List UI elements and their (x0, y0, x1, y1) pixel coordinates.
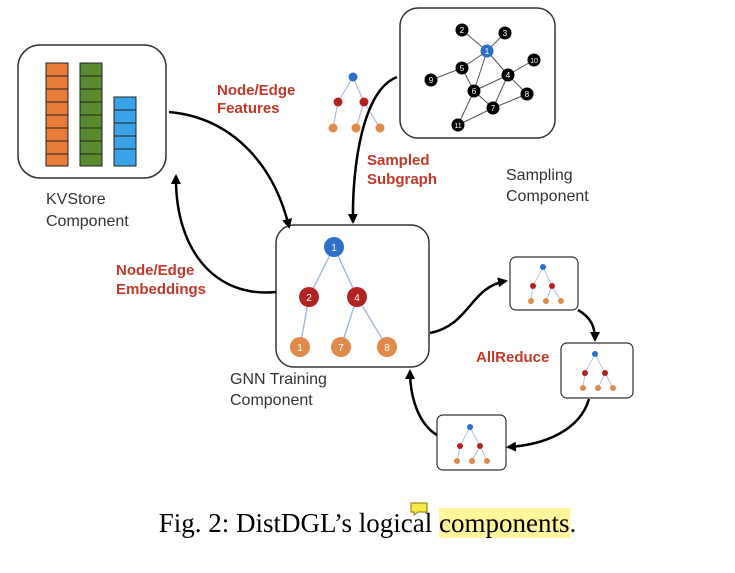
tree-node-leaf-2 (331, 337, 351, 357)
arrow-replica1-to-replica2 (577, 308, 600, 342)
sampling-node-10 (527, 53, 541, 67)
kv-bar-green (79, 62, 103, 167)
tree-node-leaf-2-label: 7 (338, 343, 344, 354)
sampling-node-2 (455, 23, 469, 37)
sampling-label-1: Sampling (506, 167, 573, 184)
tree-node-leaf-1 (290, 337, 310, 357)
tree-node-mid-left-label: 2 (306, 293, 312, 304)
sampling-node-4-label: 4 (506, 71, 511, 80)
kv-bar-orange (45, 62, 69, 167)
tree-node-mid-left (299, 287, 319, 307)
tree-node-mid-right-label: 4 (354, 293, 360, 304)
allreduce-label: AllReduce (476, 349, 549, 366)
sampling-node-11-label: 11 (454, 123, 461, 130)
sampling-node-11 (451, 118, 465, 132)
arrow-sampling-to-gnn (347, 75, 398, 224)
caption-suffix: . (569, 508, 577, 538)
tree-node-mid-right (347, 287, 367, 307)
sampling-node-2-label: 2 (460, 26, 465, 35)
sampling-node-1-label: 1 (485, 47, 490, 56)
features-label-1: Node/Edge (217, 82, 295, 99)
tree-node-root-label: 1 (331, 243, 337, 254)
sampling-node-5 (455, 61, 469, 75)
tree-node-leaf-1-label: 1 (297, 343, 303, 354)
kvstore-label-2: Component (46, 213, 129, 230)
embeddings-label-1: Node/Edge (116, 262, 194, 279)
kv-bar-blue (113, 96, 137, 167)
sampling-node-3 (498, 26, 512, 40)
tree-node-leaf-3-label: 8 (384, 343, 390, 354)
arrow-replica3-to-gnn (405, 369, 438, 437)
sampled-subgraph-label-2: Subgraph (367, 171, 437, 188)
sampled-subgraph-label-1: Sampled (367, 152, 430, 169)
replica-box-2 (560, 342, 634, 399)
sampling-node-8 (520, 87, 534, 101)
sampling-node-10-label: 10 (530, 58, 538, 65)
caption-prefix: Fig. 2: DistDGL’s logical (158, 508, 440, 538)
figure-caption: Fig. 2: DistDGL’s logical components. (0, 508, 735, 539)
embeddings-label-2: Embeddings (116, 281, 206, 298)
features-label-2: Features (217, 100, 280, 117)
sampling-node-6 (467, 84, 481, 98)
arrow-gnn-to-kv (170, 174, 277, 294)
replica-box-1 (509, 256, 579, 311)
kvstore-label-1: KVStore (46, 191, 106, 208)
sampling-node-3-label: 3 (503, 29, 508, 38)
gnn-training-box: 1 2 4 1 7 8 (275, 224, 430, 368)
sampling-node-7 (486, 101, 500, 115)
sampling-node-8-label: 8 (525, 90, 530, 99)
sampling-node-9-label: 9 (429, 76, 434, 85)
arrow-gnn-to-replica1 (429, 277, 508, 335)
arrow-replica2-to-replica3 (506, 398, 591, 452)
arrow-kv-to-gnn (168, 110, 293, 229)
replica-box-3 (436, 414, 507, 471)
sampling-node-1 (480, 44, 494, 58)
architecture-diagram: KVStore Component 2 3 1 (17, 7, 634, 471)
sampling-node-7-label: 7 (491, 104, 496, 113)
comment-note-icon[interactable] (410, 502, 428, 516)
tree-node-leaf-3 (377, 337, 397, 357)
gnn-label-2: Component (230, 392, 313, 409)
sampling-node-9 (424, 73, 438, 87)
sampled-subgraph-mini (328, 72, 385, 133)
kvstore-box (17, 44, 167, 179)
tree-node-root (324, 237, 344, 257)
sampling-node-6-label: 6 (472, 87, 477, 96)
sampling-node-5-label: 5 (460, 64, 465, 73)
sampling-node-4 (501, 68, 515, 82)
sampling-box: 2 3 1 10 5 4 9 6 8 7 11 (399, 7, 556, 139)
caption-highlight: components (439, 508, 570, 538)
gnn-label-1: GNN Training (230, 371, 327, 388)
flow-arrows (168, 75, 600, 452)
sampling-graph-nodes: 2 3 1 10 5 4 9 6 8 7 11 (424, 23, 541, 132)
sampling-label-2: Component (506, 188, 589, 205)
